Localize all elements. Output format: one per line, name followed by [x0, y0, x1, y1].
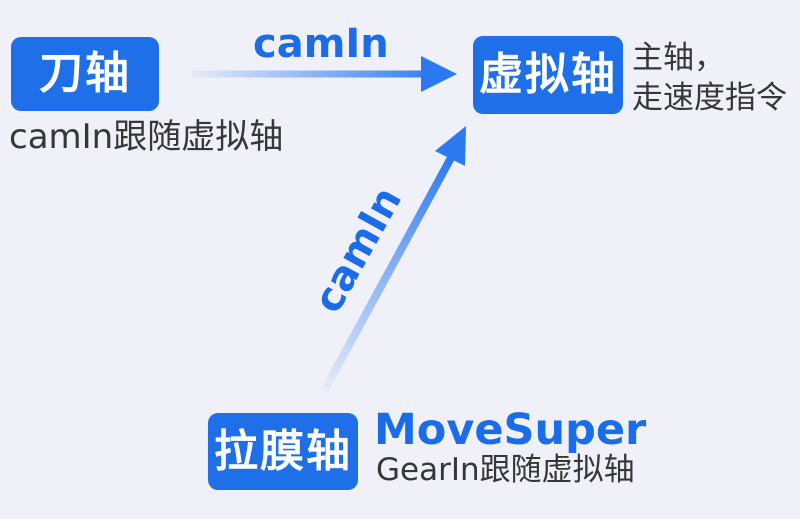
virtual-axis-caption-line2: 走速度指令: [632, 80, 787, 116]
knife-axis-caption: camIn跟随虚拟轴: [9, 117, 284, 157]
camin-diagonal-arrow-label: camIn: [304, 179, 412, 321]
camin-horizontal-arrowhead-icon: [421, 56, 457, 92]
camin-horizontal-arrow-label: camIn: [253, 21, 389, 67]
virtual-axis-caption: 主轴， 走速度指令: [632, 38, 787, 118]
node-virtual-axis: 虚拟轴: [473, 36, 623, 114]
node-knife-axis: 刀轴: [11, 37, 159, 111]
film-axis-method-label: MoveSuper: [374, 405, 647, 455]
film-axis-caption: GearIn跟随虚拟轴: [376, 452, 635, 488]
virtual-axis-caption-line1: 主轴，: [632, 40, 725, 76]
camin-diagonal-arrowhead-icon: [435, 126, 466, 166]
node-film-axis: 拉膜轴: [208, 413, 358, 490]
